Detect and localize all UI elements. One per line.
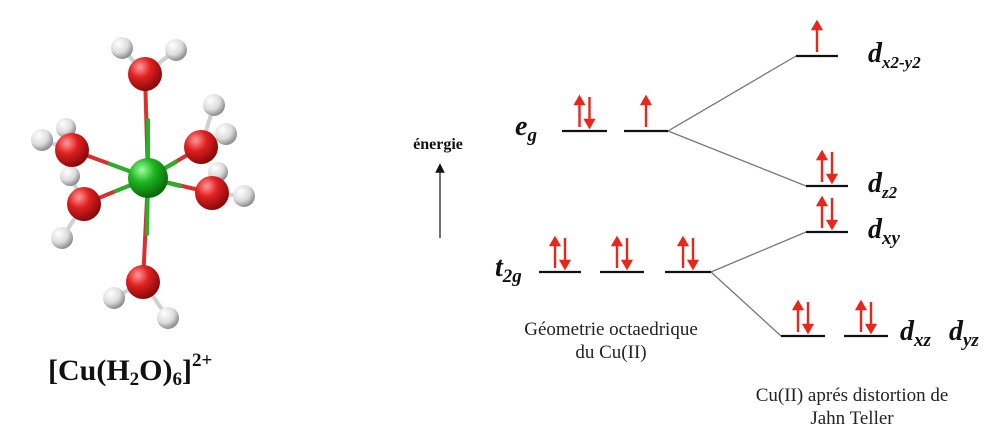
octahedral-caption: Géometrie octaedrique du Cu(II)	[486, 318, 736, 364]
t2g-symbol: t2g	[495, 252, 522, 287]
eg-spin-up-arrow	[639, 94, 653, 127]
dxy-spin-up-arrow	[815, 195, 829, 228]
dxz-dyz-spin-up-arrow	[854, 299, 868, 332]
t2g-subscript: 2g	[502, 266, 522, 287]
formula-sub-6: 6	[172, 369, 183, 390]
oxygen-atom	[128, 57, 162, 91]
t2g-letter: t	[495, 252, 504, 283]
oxygen-atom	[55, 133, 89, 167]
t2g-spin-down-arrow	[558, 238, 572, 271]
oxygen-atom	[67, 187, 101, 221]
dxy-label: dxy	[868, 214, 901, 249]
formula-part-3: ]	[182, 354, 192, 387]
formula-part-2: O)	[139, 354, 173, 387]
hydrogen-atom	[111, 37, 133, 59]
dxy-subscript: xy	[881, 228, 901, 249]
cu-h2o-6-molecule-model	[31, 37, 255, 329]
hydrogen-atom	[51, 227, 73, 249]
t2g-spin-down-arrow	[686, 238, 700, 271]
hydrogen-atom	[233, 185, 255, 207]
oxygen-atom	[195, 176, 229, 210]
splitting-connectors	[667, 55, 807, 337]
jahn-teller-levels: dx2-y2 dz2 dxy dxz dyz	[781, 38, 979, 351]
formula-charge: 2+	[192, 350, 213, 371]
eg-symbol: eg	[515, 111, 537, 146]
oxygen-atom	[126, 265, 160, 299]
dxz-dyz-spin-down-arrow	[801, 302, 815, 335]
dxy-spin-down-arrow	[825, 198, 839, 231]
eg-spin-down-arrow	[583, 97, 596, 130]
hydrogen-atom	[157, 307, 179, 329]
dxz-dyz-spin-down-arrow	[864, 302, 878, 335]
t2g-spin-up-arrow	[548, 235, 562, 268]
hydrogen-atom	[165, 39, 187, 61]
eg-subscript: g	[526, 125, 537, 146]
dz2-spin-down-arrow	[825, 152, 839, 185]
t2g-spin-up-arrow	[676, 235, 690, 268]
hydrogen-atom	[203, 94, 225, 116]
eg-spin-up-arrow	[573, 94, 586, 127]
dx2-y2-subscript: x2-y2	[881, 53, 921, 72]
dz2-subscript: z2	[881, 183, 898, 202]
dxz-label: dxz	[900, 316, 932, 351]
hydrogen-atom	[215, 123, 237, 145]
jahn-teller-caption: Cu(II) aprés distortion de Jahn Teller	[722, 384, 982, 430]
dyz-subscript: yz	[961, 330, 979, 351]
oxygen-atom	[184, 130, 218, 164]
electron-spin-arrows	[548, 19, 878, 335]
t2g-level-group: t2g	[495, 252, 711, 287]
formula-sub-h2: 2	[129, 369, 140, 390]
eg-letter: e	[515, 111, 527, 142]
copper-atom	[128, 158, 168, 198]
eg-level-group: eg	[515, 111, 668, 146]
octahedral-caption-line-2: du Cu(II)	[575, 342, 647, 363]
formula-part-1: [Cu(H	[48, 354, 130, 387]
complex-formula: [Cu(H2O)6]2+	[48, 350, 212, 391]
t2g-spin-up-arrow	[610, 235, 624, 268]
hydrogen-atom	[56, 118, 76, 138]
dz2-spin-up-arrow	[815, 149, 829, 182]
hydrogen-atom	[103, 287, 125, 309]
hydrogen-atom	[60, 166, 80, 186]
dyz-label: dyz	[949, 316, 979, 351]
jahn-teller-caption-line-1: Cu(II) aprés distortion de	[755, 385, 949, 406]
dz2-label: dz2	[868, 168, 898, 202]
jahn-teller-caption-line-2: Jahn Teller	[810, 408, 894, 429]
octahedral-caption-line-1: Géometrie octaedrique	[524, 319, 698, 340]
energy-axis-label: énergie	[413, 136, 463, 153]
hydrogen-atom	[31, 129, 53, 151]
t2g-spin-down-arrow	[620, 238, 634, 271]
dxz-dyz-spin-up-arrow	[791, 299, 805, 332]
dxz-subscript: xz	[913, 330, 932, 351]
dx2-y2-spin-up-arrow	[810, 19, 824, 52]
dx2-y2-label: dx2-y2	[868, 38, 921, 72]
